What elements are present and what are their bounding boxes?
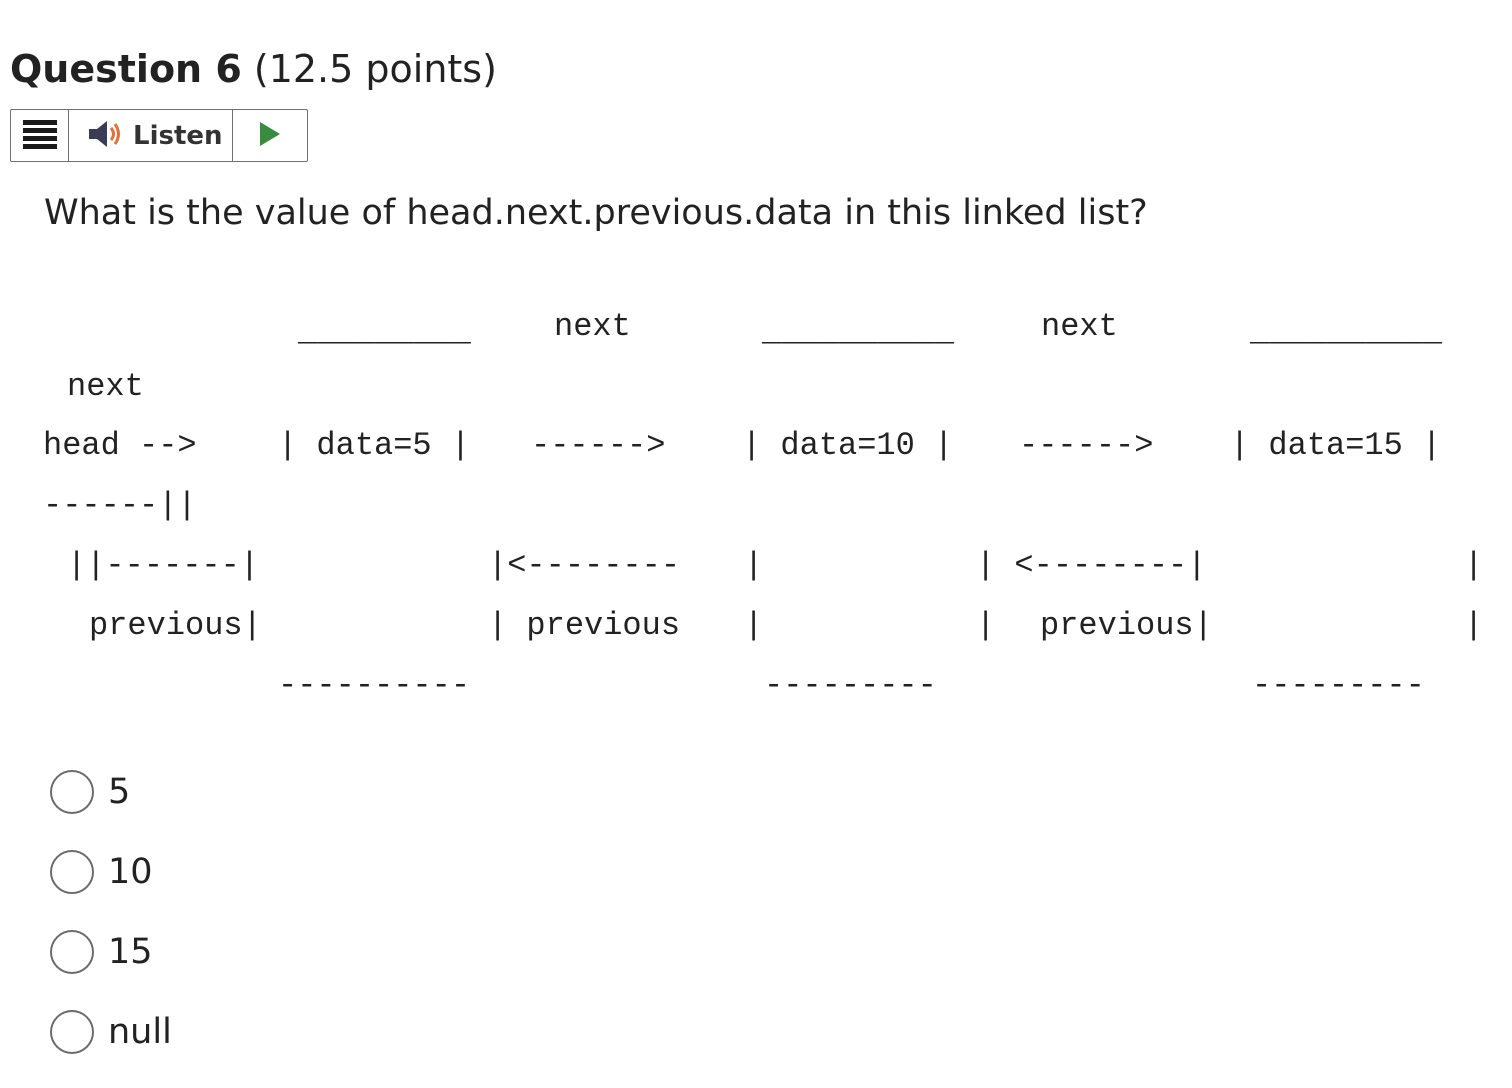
listen-button[interactable]: Listen	[69, 110, 233, 161]
diagram-line: |	[976, 607, 996, 644]
choice-label: 5	[108, 772, 131, 812]
speaker-icon	[87, 119, 125, 153]
play-button[interactable]	[233, 110, 307, 161]
radio-button[interactable]	[50, 770, 94, 814]
listen-label: Listen	[133, 120, 223, 151]
radio-button[interactable]	[50, 1010, 94, 1054]
diagram-line: ----------	[278, 667, 471, 704]
question-points: (12.5 points)	[253, 47, 497, 91]
diagram-line: |<--------	[488, 547, 681, 584]
radio-button[interactable]	[50, 850, 94, 894]
choice-5[interactable]: 5	[50, 768, 172, 816]
diagram-line: ---------	[764, 667, 937, 704]
diagram-line: ||-------|	[67, 547, 260, 584]
diagram-line: __________	[1250, 313, 1443, 350]
diagram-line: | data=15 |	[1230, 427, 1442, 464]
play-icon	[258, 120, 282, 152]
diagram-line: |	[744, 607, 764, 644]
diagram-line: ------>	[1019, 427, 1154, 464]
diagram-line: ---------	[1252, 667, 1425, 704]
diagram-line: _________	[298, 313, 471, 350]
diagram-line: previous|	[89, 607, 262, 644]
choice-label: 10	[108, 852, 153, 892]
choice-15[interactable]: 15	[50, 928, 172, 976]
diagram-line: | previous	[488, 607, 681, 644]
diagram-line: |	[1464, 607, 1484, 644]
diagram-line: | <--------|	[976, 547, 1207, 584]
diagram-line: ------>	[531, 427, 666, 464]
question-number: Question 6	[10, 47, 242, 91]
menu-button[interactable]	[11, 110, 69, 161]
diagram-line: __________	[762, 313, 955, 350]
diagram-line: ------||	[43, 487, 197, 524]
diagram-line: | data=5 |	[278, 427, 471, 464]
diagram-line: next	[554, 308, 631, 345]
diagram-line: | data=10 |	[742, 427, 954, 464]
choice-label: 15	[108, 932, 153, 972]
question-prompt: What is the value of head.next.previous.…	[44, 193, 1148, 233]
choice-label: null	[108, 1012, 172, 1052]
diagram-line: next	[67, 368, 144, 405]
diagram-line: |	[1464, 547, 1484, 584]
menu-icon	[22, 119, 57, 153]
choice-10[interactable]: 10	[50, 848, 172, 896]
answer-choices: 5 10 15 null	[50, 768, 172, 1088]
readspeaker-toolbar: Listen	[10, 109, 308, 162]
choice-null[interactable]: null	[50, 1008, 172, 1056]
diagram-line: next	[1041, 308, 1118, 345]
question-title: Question 6 (12.5 points)	[10, 44, 497, 94]
diagram-line: previous|	[1040, 607, 1213, 644]
diagram-line: head -->	[43, 427, 197, 464]
radio-button[interactable]	[50, 930, 94, 974]
diagram-line: |	[744, 547, 764, 584]
